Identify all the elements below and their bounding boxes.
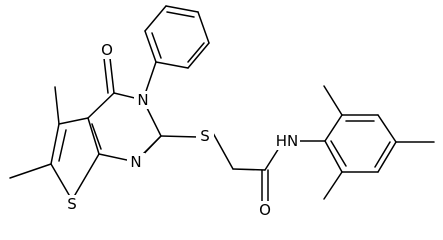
atom-o-amide: O [256, 201, 274, 219]
bond [165, 5, 199, 13]
bond [323, 171, 343, 200]
bond [9, 163, 52, 179]
bond-inner [151, 32, 162, 59]
bond [323, 85, 343, 116]
bond [324, 140, 343, 173]
bond [144, 30, 157, 63]
atom-s-thiophene: S [63, 195, 81, 213]
atom-label-s-thioether: S [200, 127, 210, 145]
bond [58, 117, 89, 125]
atom-label-o-amide: O [259, 201, 271, 219]
bond-inner [187, 42, 205, 63]
bond [54, 86, 60, 125]
bond [377, 114, 397, 143]
atom-label-o4: O [101, 41, 113, 59]
bond [144, 5, 167, 32]
bond [324, 114, 343, 142]
atom-s-thioether: S [196, 127, 214, 145]
bond [212, 132, 234, 170]
bond [232, 168, 266, 171]
bond [87, 117, 100, 155]
bond-inner [58, 129, 67, 162]
bond [155, 61, 189, 69]
bond [50, 163, 73, 201]
bond [109, 57, 115, 94]
atom-label-n1: N [130, 153, 141, 171]
atom-label-n3: N [137, 91, 148, 109]
atom-label-s-thiophene: S [67, 195, 77, 213]
structure-canvas: N N O S S HN O [9, 5, 435, 219]
bond [103, 57, 109, 94]
bond-inner [330, 140, 347, 167]
atom-o4: O [98, 41, 116, 59]
phenyl-ring [144, 5, 210, 69]
bond [197, 11, 210, 44]
bond [187, 42, 210, 69]
molecule-diagram: N N O S S HN O [9, 5, 435, 219]
mesityl-ring [324, 114, 397, 173]
bond [87, 92, 115, 119]
atom-nh: HN [274, 132, 300, 150]
bond-inner [374, 141, 391, 168]
bond [50, 123, 60, 165]
bond-inner [91, 123, 102, 150]
bond [264, 147, 280, 171]
thiophene-ring [50, 117, 100, 201]
atom-label-nh: HN [276, 132, 299, 150]
atom-n1: N [127, 153, 145, 171]
bond [71, 153, 100, 201]
bond [160, 135, 199, 138]
atom-n3: N [134, 91, 152, 109]
bond [377, 141, 397, 173]
bond-inner [166, 11, 195, 18]
